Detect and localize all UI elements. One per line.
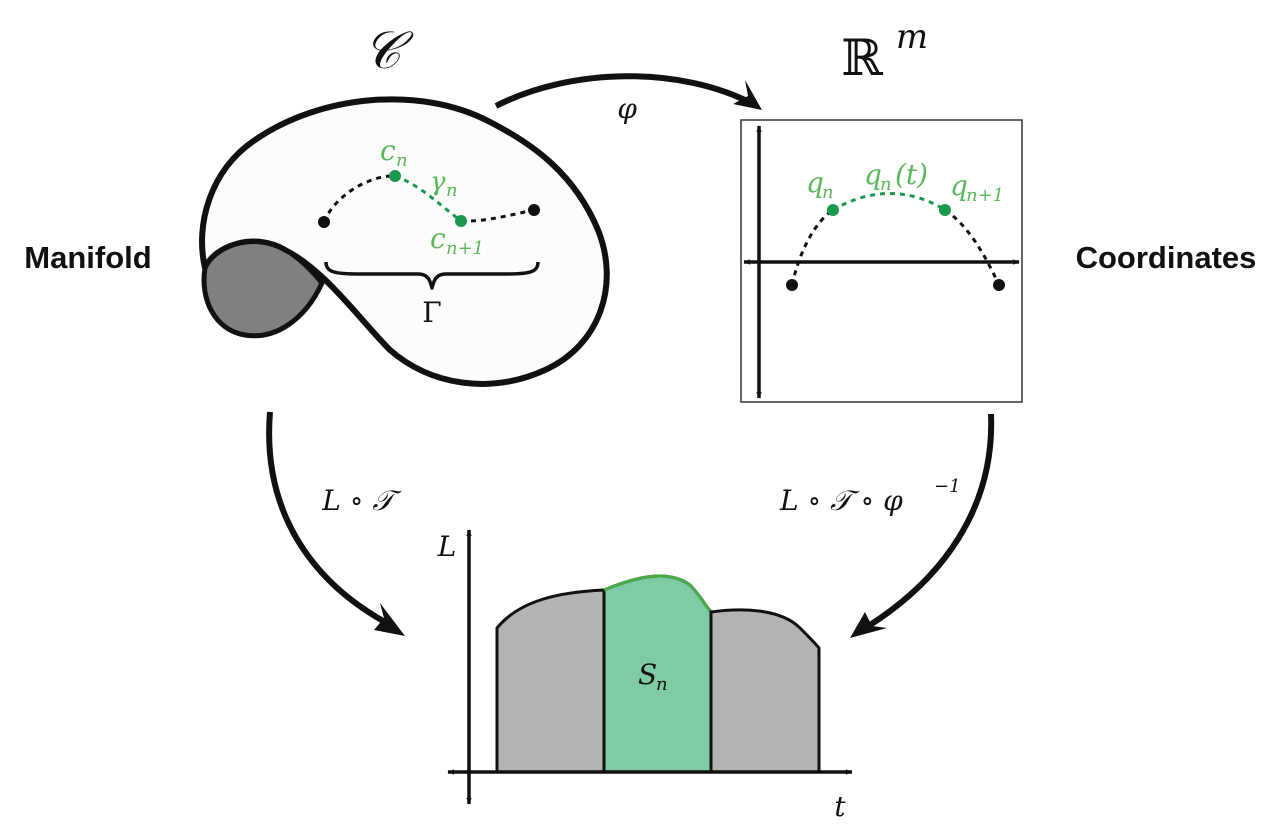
svg-text:γ: γ [430,167,446,197]
svg-text:(t): (t) [895,158,928,191]
phi-arrow [494,73,757,109]
qn-t-segment [832,192,946,212]
svg-text:c: c [380,134,396,167]
label-right-map: L ∘ 𝒯 ∘ φ −1 [779,476,961,517]
manifold-shape [199,96,610,387]
label-q-n: q n [806,166,834,203]
label-phi: φ [617,92,637,125]
label-left-map: L ∘ 𝒯 [321,484,402,517]
point-q-n [827,204,839,216]
axis-label-L: L [437,530,457,563]
phi-arrowhead [733,80,762,110]
svg-text:S: S [638,658,657,691]
axis-label-t: t [834,790,846,823]
svg-text:q: q [806,166,824,199]
manifold-path [318,170,540,228]
right-map-arrowhead [850,612,887,638]
svg-text:−1: −1 [934,476,961,497]
svg-text:n: n [880,174,892,195]
manifold-title: Manifold [24,240,151,275]
path-end-point [528,204,540,216]
coord-start-point [786,279,798,291]
manifold-symbol: 𝒞 [363,21,414,81]
region-S-n-top [603,574,713,613]
gamma-brace [324,261,540,290]
svg-text:n: n [656,674,668,695]
svg-text:q: q [950,169,968,202]
manifold-fold-shadow [201,239,325,339]
coordinates-box [740,119,1023,403]
coord-end-point [993,279,1005,291]
region-right-grey [709,608,821,774]
time-plot [447,529,853,805]
svg-text:c: c [430,222,446,255]
label-Gamma: Γ [422,296,441,329]
svg-text:n+1: n+1 [966,185,1004,206]
coord-symbol-exponent: m [896,17,928,57]
svg-text:n: n [446,180,458,201]
coordinates-title: Coordinates [1076,240,1257,275]
point-c-n1 [455,215,467,227]
gamma-segment [394,174,462,223]
svg-text:n: n [822,182,834,203]
label-q-n-t: q n (t) [864,158,928,195]
coord-symbol-base: ℝ [841,29,883,87]
label-c-n1: c n+1 [430,222,484,259]
svg-text:L ∘ 𝒯 ∘ φ: L ∘ 𝒯 ∘ φ [779,484,903,517]
point-c-n [389,170,401,182]
path-start-point [318,216,330,228]
region-left-grey [495,588,606,774]
label-gamma-n: γ n [430,167,458,201]
label-q-n1: q n+1 [950,169,1004,206]
label-S-n: S n [638,658,668,695]
left-map-arrow [266,411,387,625]
point-q-n1 [939,204,951,216]
coordinate-space-symbol: ℝ m [841,17,928,87]
label-c-n: c n [380,134,408,171]
right-map-arrow [868,413,995,628]
left-map-arrowhead [374,603,405,636]
svg-text:q: q [864,158,882,191]
svg-text:n+1: n+1 [446,238,484,259]
svg-text:n: n [396,150,408,171]
